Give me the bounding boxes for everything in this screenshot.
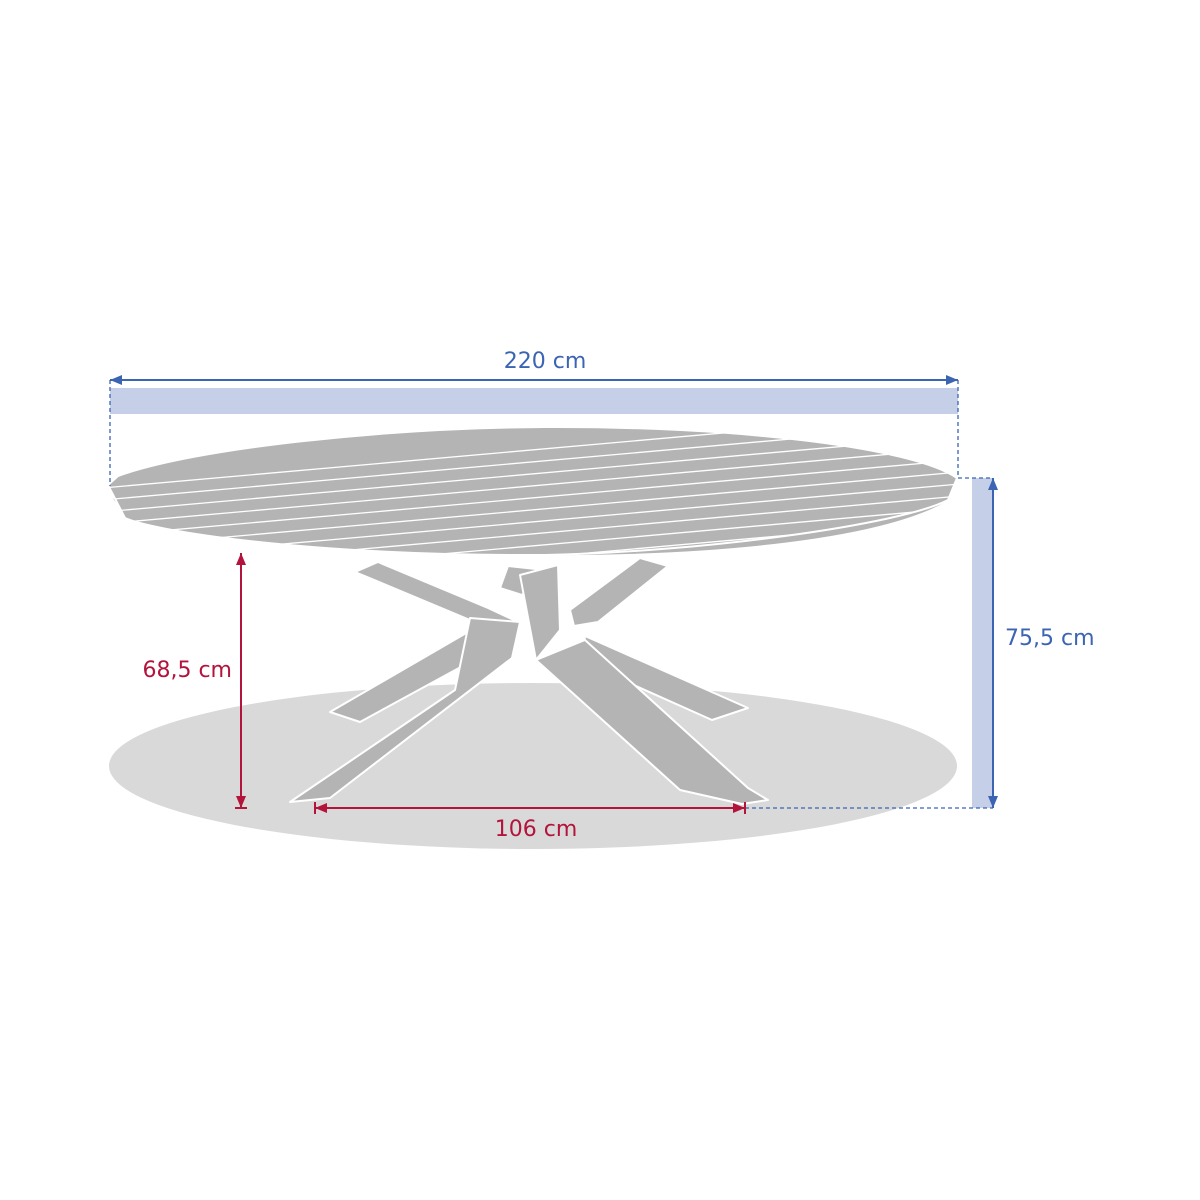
- width-bar: [110, 388, 958, 414]
- leg-span-arrow-right: [733, 803, 745, 813]
- table-base: [289, 557, 769, 805]
- width-dimension: 220 cm: [109, 349, 959, 486]
- leg-span-label: 106 cm: [495, 817, 578, 842]
- total-height-label: 75,5 cm: [1005, 626, 1095, 651]
- tabletop: [106, 425, 959, 557]
- total-height-dimension: 75,5 cm: [745, 477, 1095, 809]
- leg-span-dimension: 106 cm: [314, 802, 746, 842]
- under-height-dimension: 68,5 cm: [142, 553, 247, 809]
- leg-span-arrow-left: [315, 803, 327, 813]
- width-label: 220 cm: [504, 349, 587, 374]
- width-arrow-left: [110, 375, 122, 385]
- under-height-arrow-bottom: [236, 796, 246, 808]
- under-height-arrow-top: [236, 553, 246, 565]
- height-arrow-bottom: [988, 796, 998, 808]
- total-height-bar: [972, 478, 992, 808]
- under-height-label: 68,5 cm: [142, 658, 232, 683]
- width-arrow-right: [946, 375, 958, 385]
- height-arrow-top: [988, 478, 998, 490]
